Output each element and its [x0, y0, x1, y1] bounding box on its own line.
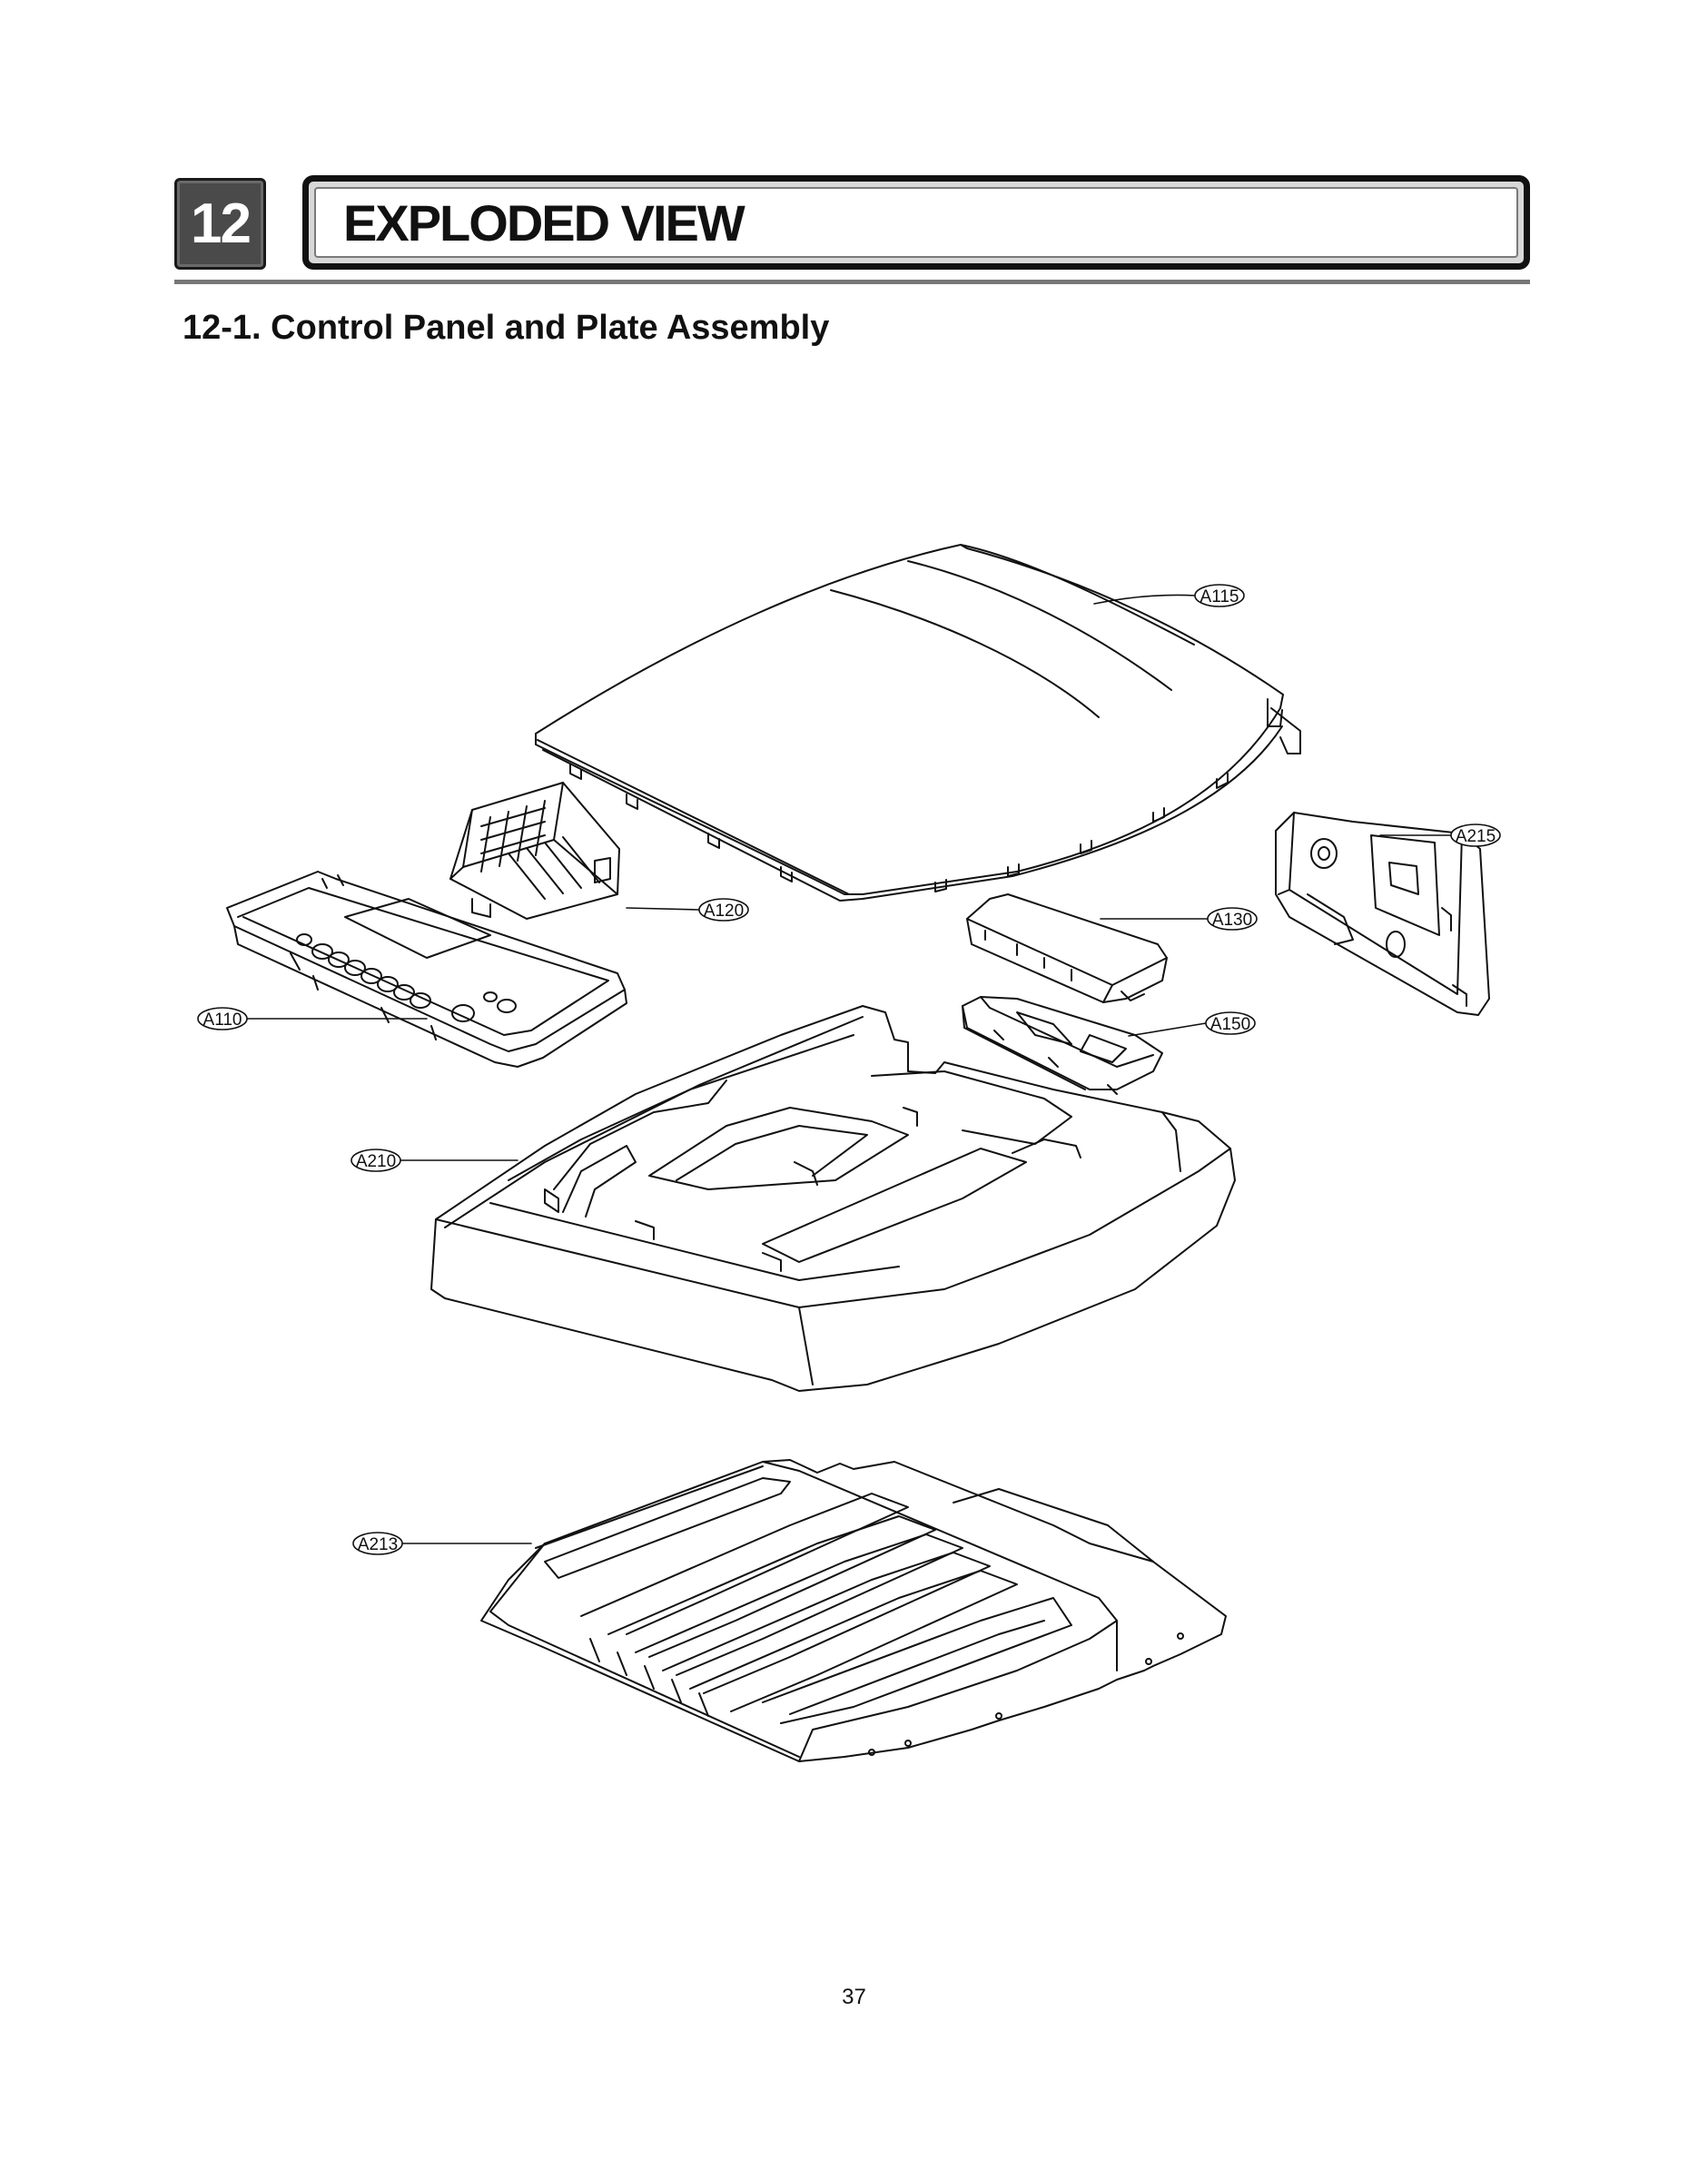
callout-a120: A120	[698, 898, 749, 922]
rear-bracket-part	[1276, 813, 1489, 1015]
pcb-module-part	[967, 894, 1167, 1002]
callout-a115-label: A115	[1200, 587, 1239, 606]
callout-a130: A130	[1207, 907, 1258, 931]
top-plate-part	[431, 1006, 1235, 1391]
callout-a110: A110	[197, 1007, 248, 1030]
title-rule	[174, 280, 1530, 284]
chapter-title-inner: EXPLODED VIEW	[314, 187, 1518, 258]
chapter-number-badge: 12	[174, 178, 266, 270]
chapter-title: EXPLODED VIEW	[343, 193, 745, 251]
section-title: 12-1. Control Panel and Plate Assembly	[183, 309, 830, 347]
callout-a115: A115	[1194, 584, 1245, 607]
callout-a120-label: A120	[704, 902, 744, 921]
callout-leaders	[246, 594, 1452, 1544]
callout-a150-label: A150	[1210, 1015, 1250, 1034]
top-cover-part	[536, 545, 1300, 901]
callout-a215-label: A215	[1456, 827, 1496, 846]
page-number: 37	[842, 1985, 866, 2009]
control-panel-part	[227, 872, 627, 1067]
callout-a110-label: A110	[203, 1011, 242, 1030]
connector-bracket-part	[450, 783, 619, 919]
callout-a215: A215	[1450, 823, 1501, 847]
callout-a210-label: A210	[356, 1152, 396, 1171]
callout-a213: A213	[352, 1532, 403, 1555]
callout-a130-label: A130	[1212, 911, 1252, 930]
callout-a210: A210	[350, 1149, 401, 1172]
pcb-case-part	[963, 997, 1162, 1094]
callout-a213-label: A213	[358, 1535, 398, 1554]
callout-a150: A150	[1205, 1011, 1256, 1035]
chapter-title-box: EXPLODED VIEW	[302, 175, 1530, 270]
chapter-number: 12	[191, 192, 252, 255]
base-plate-part	[481, 1460, 1226, 1761]
